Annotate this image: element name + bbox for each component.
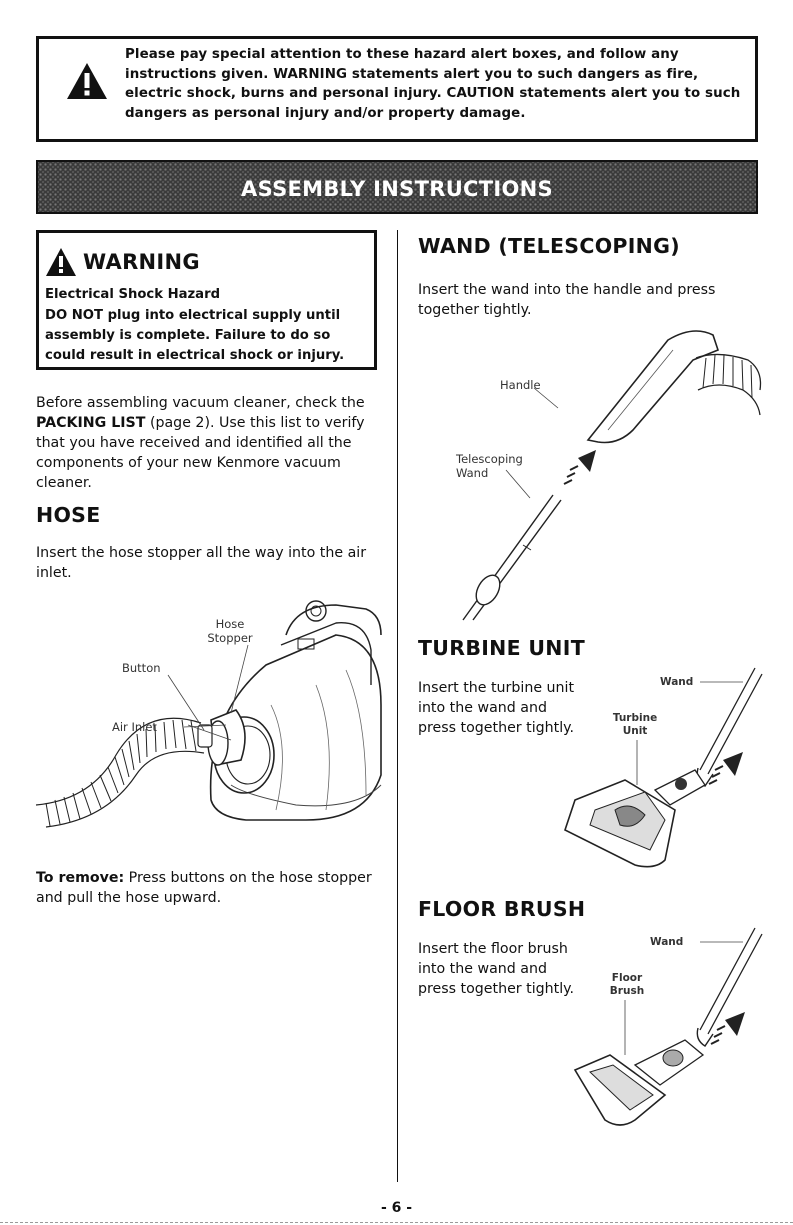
warning-box: WARNING Electrical Shock Hazard DO NOT p…	[36, 230, 377, 370]
hose-remove-note: To remove: Press buttons on the hose sto…	[36, 868, 381, 908]
floor-brush-heading: FLOOR BRUSH	[418, 897, 586, 921]
floor-brush-instructions: Insert the floor brush into the wand and…	[418, 941, 575, 997]
floor-brush-illustration	[573, 927, 763, 1126]
hose-heading: HOSE	[36, 503, 101, 527]
banner-title: ASSEMBLY INSTRUCTIONS	[241, 177, 553, 201]
wand-heading: WAND (TELESCOPING)	[418, 234, 680, 258]
bottom-rule	[0, 1222, 793, 1223]
telescoping-wand-label: Telescoping Wand	[456, 452, 523, 480]
intro-text-after: (page 2). Use this list to verify that y…	[36, 415, 365, 491]
turbine-instructions: Insert the turbine unit into the wand an…	[418, 680, 575, 736]
remove-label: To remove:	[36, 870, 125, 886]
floor-wand-label: Wand	[650, 936, 684, 948]
handle-label: Handle	[500, 378, 541, 392]
turbine-wand-label: Wand	[660, 676, 694, 688]
warning-subtitle: Electrical Shock Hazard	[45, 287, 221, 302]
button-label: Button	[122, 661, 161, 675]
hose-stopper-label: Hose Stopper	[207, 617, 253, 645]
wand-instructions: Insert the wand into the handle and pres…	[418, 282, 716, 318]
turbine-unit-label: Turbine Unit	[612, 712, 658, 737]
intro-paragraph: Before assembling vacuum cleaner, check …	[36, 393, 381, 493]
remove-text: Press buttons on the hose stopper and pu…	[36, 870, 372, 906]
floor-brush-label: Floor Brush	[609, 972, 645, 997]
hazard-notice-box: Please pay special attention to these ha…	[36, 36, 758, 142]
assembly-banner: ASSEMBLY INSTRUCTIONS	[36, 160, 758, 214]
warning-triangle-icon	[46, 248, 76, 276]
column-divider	[397, 230, 398, 1182]
hose-illustration	[35, 600, 382, 828]
air-inlet-label: Air Inlet	[112, 720, 157, 734]
warning-triangle-icon	[67, 63, 107, 99]
wand-illustration	[462, 330, 762, 621]
hazard-notice-text: Please pay special attention to these ha…	[125, 47, 741, 121]
warning-title: WARNING	[83, 250, 200, 274]
warning-text: DO NOT plug into electrical supply until…	[45, 308, 345, 363]
turbine-illustration	[564, 667, 763, 868]
turbine-heading: TURBINE UNIT	[418, 636, 585, 660]
intro-text-before: Before assembling vacuum cleaner, check …	[36, 395, 365, 411]
packing-list-ref: PACKING LIST	[36, 415, 146, 431]
page-number: - 6 -	[380, 1200, 413, 1216]
hose-instructions: Insert the hose stopper all the way into…	[36, 545, 367, 581]
